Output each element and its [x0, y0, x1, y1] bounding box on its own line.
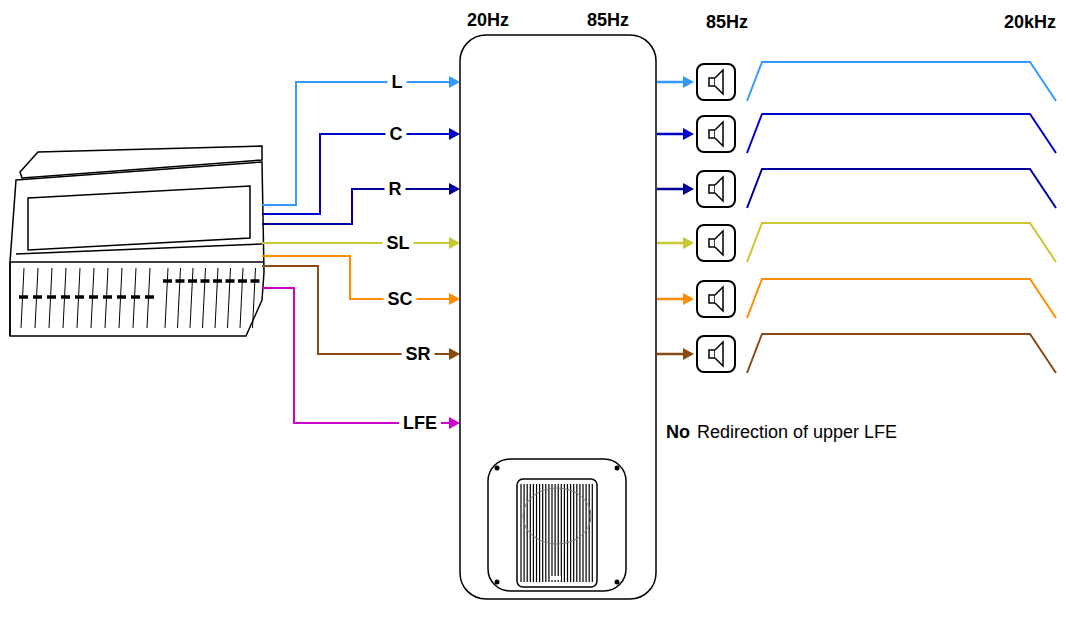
note-text: No	[665, 422, 691, 442]
channel-label: L	[391, 72, 404, 92]
frequency-heading: 20Hz	[467, 10, 509, 30]
mixing-console	[10, 146, 264, 336]
console-faders	[19, 268, 260, 328]
channel-label: SR	[404, 344, 431, 364]
frequency-heading: 85Hz	[587, 10, 629, 30]
note-text: Redirection of upper LFE	[696, 422, 898, 442]
channel-label: C	[389, 124, 404, 144]
bass-management-unit: 20Hz 85Hz	[455, 4, 667, 604]
channel-label: LFE	[402, 413, 438, 433]
channel-label: SL	[385, 233, 410, 253]
channel-label: SC	[386, 289, 413, 309]
unit-outline	[455, 4, 667, 604]
frequency-heading: 20kHz	[1003, 12, 1057, 32]
channel-label: R	[388, 179, 403, 199]
frequency-heading: 85Hz	[705, 12, 749, 32]
subwoofer-icon	[488, 459, 626, 591]
speaker-icons	[697, 64, 735, 372]
